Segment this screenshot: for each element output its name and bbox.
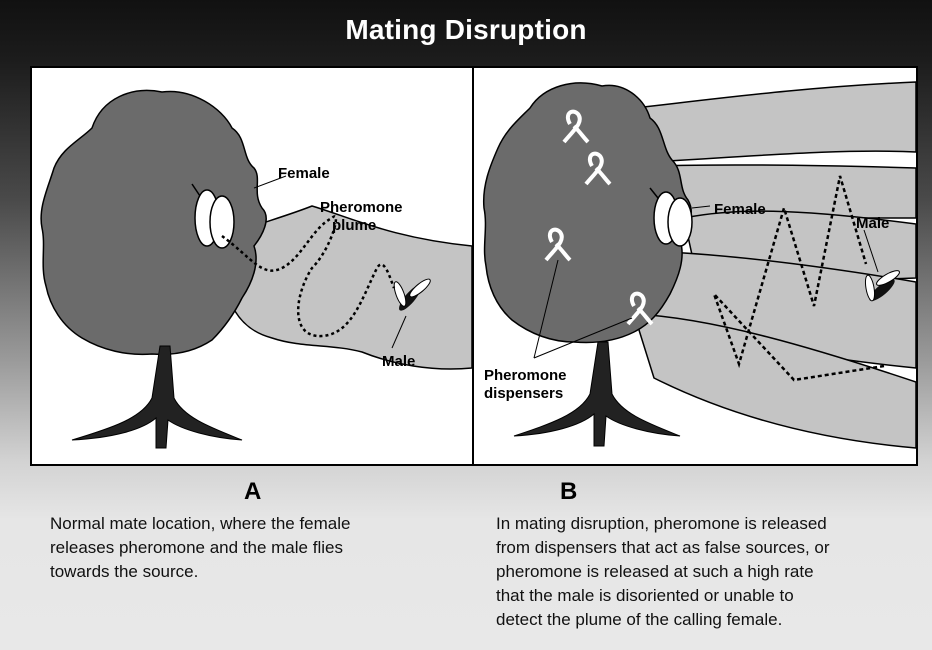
panel-a-caption: Normal mate location, where the female r… [50, 512, 450, 584]
diagram-title: Mating Disruption [0, 14, 932, 46]
label-plume-a-line2: plume [332, 217, 376, 234]
panel-a-illustration: Female Pheromone plume Male [32, 68, 472, 464]
tree-trunk-a [72, 346, 242, 448]
panel-a-letter: A [244, 478, 261, 506]
caption-line: that the male is disoriented or unable t… [496, 584, 916, 608]
caption-line: detect the plume of the calling female. [496, 608, 916, 632]
caption-line: releases pheromone and the male flies [50, 536, 450, 560]
caption-line: from dispensers that act as false source… [496, 536, 916, 560]
panel-b-caption: In mating disruption, pheromone is relea… [496, 512, 916, 632]
label-dispensers-b-line1: Pheromone [484, 367, 567, 384]
caption-line: pheromone is released at such a high rat… [496, 560, 916, 584]
panel-b-illustration: Female Male Pheromone dispensers [474, 68, 916, 464]
label-male-b: Male [856, 215, 889, 232]
label-male-a: Male [382, 353, 415, 370]
label-plume-a-line1: Pheromone [320, 199, 403, 216]
caption-line: Normal mate location, where the female [50, 512, 450, 536]
label-female-a: Female [278, 165, 330, 182]
label-dispensers-b-line2: dispensers [484, 385, 563, 402]
label-female-b: Female [714, 201, 766, 218]
caption-line: towards the source. [50, 560, 450, 584]
panel-b-letter: B [560, 478, 577, 506]
caption-line: In mating disruption, pheromone is relea… [496, 512, 916, 536]
